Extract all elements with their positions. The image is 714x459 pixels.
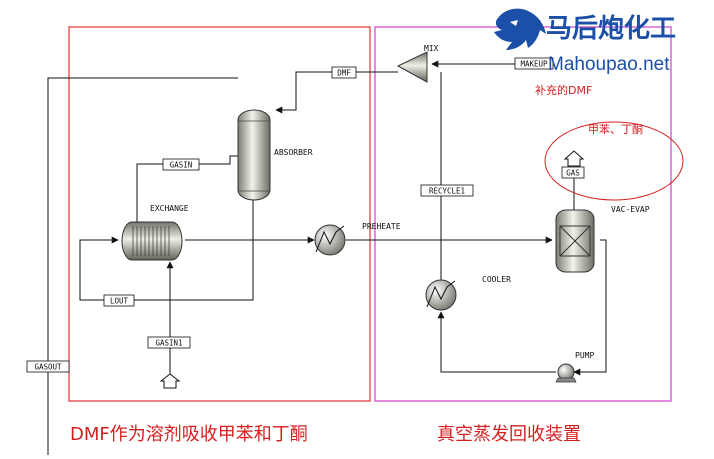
horse-logo-icon xyxy=(494,8,546,50)
evap-to-pump-line xyxy=(573,239,607,376)
svg-text:GASOUT: GASOUT xyxy=(34,363,62,372)
stream-lines xyxy=(47,60,607,455)
svg-text:GASIN: GASIN xyxy=(170,161,193,170)
stream-tag-dmf[interactable]: DMF xyxy=(331,66,357,79)
exchange-label: EXCHANGE xyxy=(150,204,189,213)
svg-text:RECYCLE1: RECYCLE1 xyxy=(429,187,465,196)
gas-annotation-ellipse xyxy=(544,121,684,201)
stream-tag-gasout[interactable]: GASOUT xyxy=(26,360,70,373)
stream-tag-lout[interactable]: LOUT xyxy=(103,294,135,307)
stream-tag-gas[interactable]: GAS xyxy=(561,166,585,179)
stream-tag-makeup[interactable]: MAKEUP xyxy=(514,57,554,70)
absorber-label: ABSORBER xyxy=(274,148,313,157)
preheate-block[interactable]: PREHEATE xyxy=(314,222,401,256)
gasin1-feed-arrow xyxy=(159,373,181,389)
gasin-line xyxy=(136,155,238,222)
svg-text:LOUT: LOUT xyxy=(110,297,129,306)
cooler-label: COOLER xyxy=(482,275,511,284)
makeup-annotation: 补充的DMF xyxy=(535,83,592,97)
absorber-bottom-line xyxy=(79,200,254,301)
pump-block[interactable]: PUMP xyxy=(555,351,594,383)
absorption-section-caption: DMF作为溶剂吸收甲苯和丁酮 xyxy=(70,424,308,445)
logo-website: Mahoupao.net xyxy=(548,54,670,75)
vac-evap-label: VAC-EVAP xyxy=(611,205,650,214)
cooler-block[interactable]: COOLER xyxy=(425,275,511,311)
preheate-label: PREHEATE xyxy=(362,222,401,231)
pump-label: PUMP xyxy=(575,351,594,360)
mix-label: MIX xyxy=(424,44,439,53)
mix-block[interactable]: MIX xyxy=(396,44,439,83)
pump-to-cooler-line xyxy=(437,311,556,373)
vacuum-recovery-section-box xyxy=(374,26,672,402)
recovery-section-caption: 真空蒸发回收装置 xyxy=(437,424,581,445)
exchange-block[interactable]: EXCHANGE xyxy=(121,204,189,261)
svg-text:GAS: GAS xyxy=(566,169,580,178)
gas-annotation: 甲苯、丁酮 xyxy=(588,122,643,136)
svg-text:MAKEUP: MAKEUP xyxy=(520,60,548,69)
svg-text:GASIN1: GASIN1 xyxy=(155,339,182,348)
logo-chinese-name: 马后炮化工 xyxy=(546,13,676,44)
gas-product-arrow xyxy=(563,150,585,167)
stream-tag-recycle1[interactable]: RECYCLE1 xyxy=(420,184,474,197)
mahoupao-logo: 马后炮化工 Mahoupao.net xyxy=(494,8,676,75)
absorption-section-box xyxy=(68,26,371,402)
stream-tag-gasin1[interactable]: GASIN1 xyxy=(147,336,191,349)
vac-evap-block[interactable]: VAC-EVAP xyxy=(555,205,650,273)
gasout-line xyxy=(47,77,238,455)
stream-tag-gasin[interactable]: GASIN xyxy=(162,158,200,171)
svg-text:DMF: DMF xyxy=(337,69,351,78)
absorber-block[interactable]: ABSORBER xyxy=(237,109,313,201)
